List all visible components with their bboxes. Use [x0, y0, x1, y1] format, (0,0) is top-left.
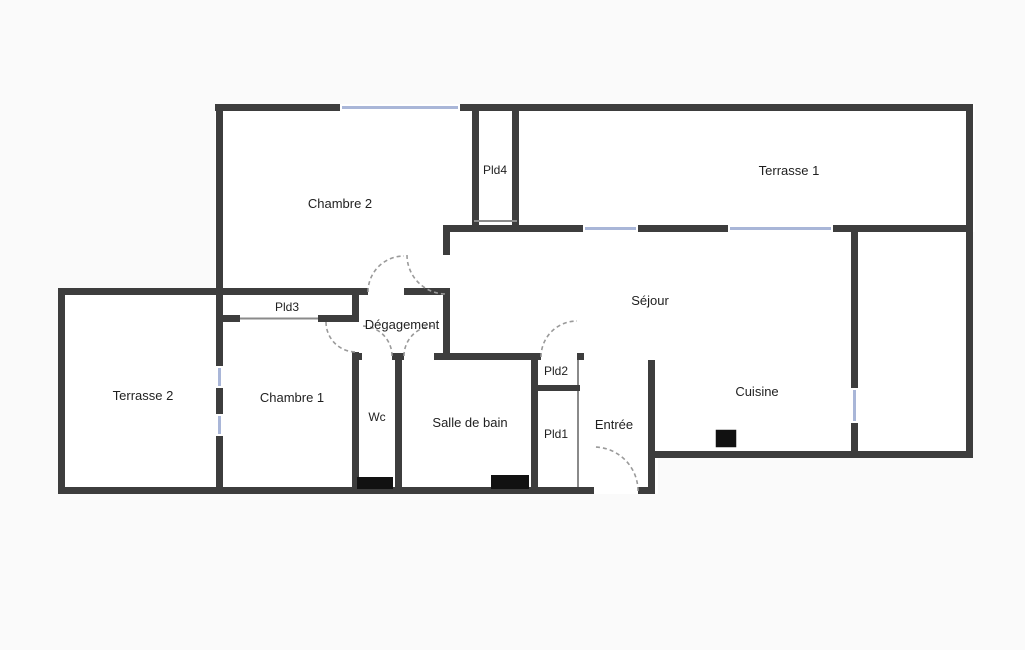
room-label-pld2: Pld2 [544, 364, 568, 378]
room-label-terrasse-1: Terrasse 1 [759, 163, 820, 178]
room-label-cuisine: Cuisine [735, 384, 778, 399]
room-label-pld1: Pld1 [544, 427, 568, 441]
room-label-chambre-1: Chambre 1 [260, 390, 324, 405]
room-label-chambre-2: Chambre 2 [308, 196, 372, 211]
room-label-pld3: Pld3 [275, 300, 299, 314]
room-label-sejour: Séjour [631, 293, 669, 308]
room-labels: Chambre 2 Pld4 Terrasse 1 Séjour Pld3 Dé… [113, 163, 820, 441]
closet-front-lines [240, 220, 579, 487]
windows-group [216, 104, 858, 436]
room-label-terrasse-2: Terrasse 2 [113, 388, 174, 403]
walls-group [58, 104, 973, 494]
room-label-pld4: Pld4 [483, 163, 507, 177]
door-swing-arcs [325, 254, 639, 492]
room-label-wc: Wc [368, 410, 385, 424]
fixtures-group [357, 428, 738, 489]
room-label-degagement: Dégagement [365, 317, 440, 332]
room-label-entree: Entrée [595, 417, 633, 432]
room-label-salle-de-bain: Salle de bain [432, 415, 507, 430]
